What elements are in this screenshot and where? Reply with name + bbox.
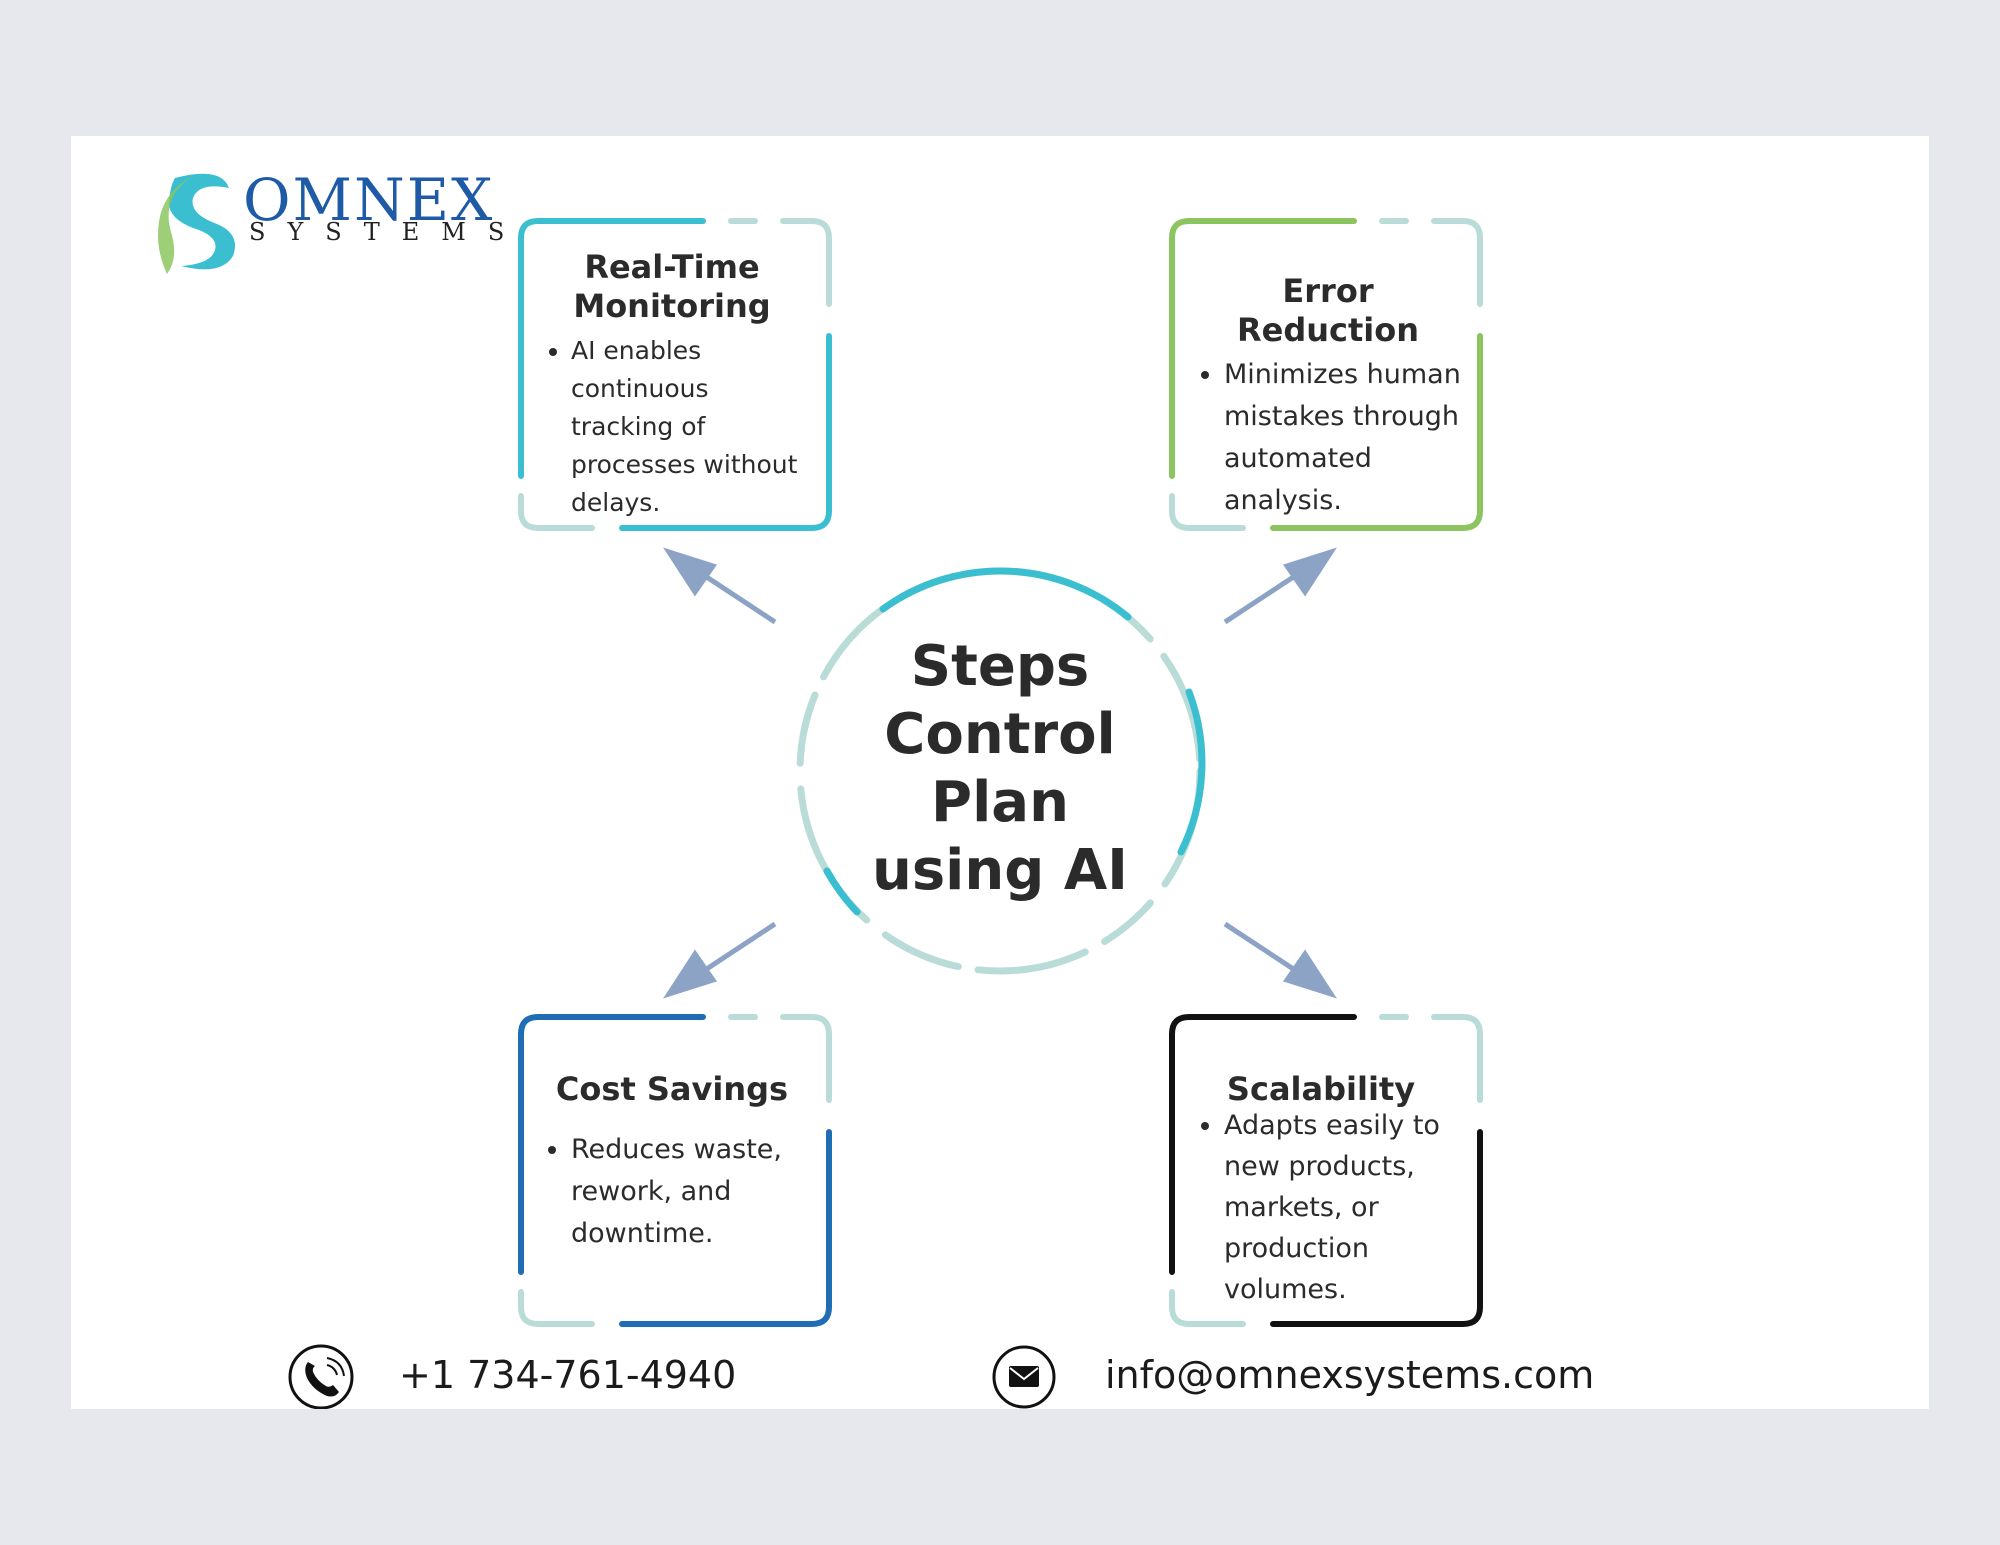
card-title: Error Reduction <box>1236 272 1420 350</box>
center-title: Steps Control Plan using AI <box>850 633 1150 905</box>
card-bullet-list: Minimizes human mistakes through automat… <box>1190 354 1486 522</box>
card-frame-error <box>1169 218 1483 531</box>
infographic-page: OMNEX SYSTEMS Real-Time Monitoring AI en… <box>71 136 1929 1409</box>
arrows <box>663 547 1337 999</box>
envelope-icon[interactable] <box>992 1345 1056 1409</box>
center-ring-accent-left <box>823 867 861 916</box>
arrow-to-top-right <box>1223 547 1337 625</box>
card-title: Scalability <box>1226 1070 1416 1108</box>
phone-icon[interactable] <box>288 1344 354 1409</box>
card-frames <box>518 218 1483 1327</box>
card-bullet: Adapts easily to new products, markets, … <box>1224 1105 1464 1310</box>
arrow-to-top-left <box>663 547 777 625</box>
card-bullet: AI enables continuous tracking of proces… <box>571 332 803 522</box>
center-title-line: Control <box>884 702 1116 767</box>
center-title-line: Plan <box>931 770 1069 835</box>
card-cost-savings: Cost Savings Reduces waste, rework, and … <box>537 1070 837 1255</box>
center-title-line: Steps <box>910 634 1090 699</box>
arrow-to-bottom-right <box>1223 921 1337 999</box>
card-bullet-list: Adapts easily to new products, markets, … <box>1190 1105 1464 1310</box>
card-frame-cost <box>518 1014 832 1327</box>
card-error-reduction: Error Reduction Minimizes human mistakes… <box>1190 272 1510 522</box>
logo-brand-text: OMNEX <box>243 166 495 234</box>
center-title-line: using AI <box>871 838 1129 903</box>
email-address[interactable]: info@omnexsystems.com <box>1105 1353 1595 1397</box>
card-bullet: Minimizes human mistakes through automat… <box>1224 354 1486 522</box>
card-frame-scalability <box>1169 1014 1483 1327</box>
card-bullet-list: AI enables continuous tracking of proces… <box>537 332 803 522</box>
phone-number[interactable]: +1 734-761-4940 <box>399 1353 737 1397</box>
arrow-to-bottom-left <box>663 921 777 999</box>
diagram-canvas <box>158 173 1483 1409</box>
logo-tagline-text: SYSTEMS <box>249 218 527 246</box>
logo-mark-icon <box>158 173 235 274</box>
center-ring-accent-top <box>879 567 1132 621</box>
card-scalability: Scalability Adapts easily to new product… <box>1190 1070 1510 1310</box>
card-bullet: Reduces waste, rework, and downtime. <box>571 1129 807 1255</box>
card-frame-realtime <box>518 218 832 531</box>
center-ring-accent-right <box>1177 688 1206 856</box>
card-bullet-list: Reduces waste, rework, and downtime. <box>537 1129 807 1255</box>
card-title: Real-Time Monitoring <box>573 248 771 326</box>
card-real-time-monitoring: Real-Time Monitoring AI enables continuo… <box>537 248 837 522</box>
center-ring <box>796 567 1206 975</box>
card-title: Cost Savings <box>555 1070 789 1108</box>
